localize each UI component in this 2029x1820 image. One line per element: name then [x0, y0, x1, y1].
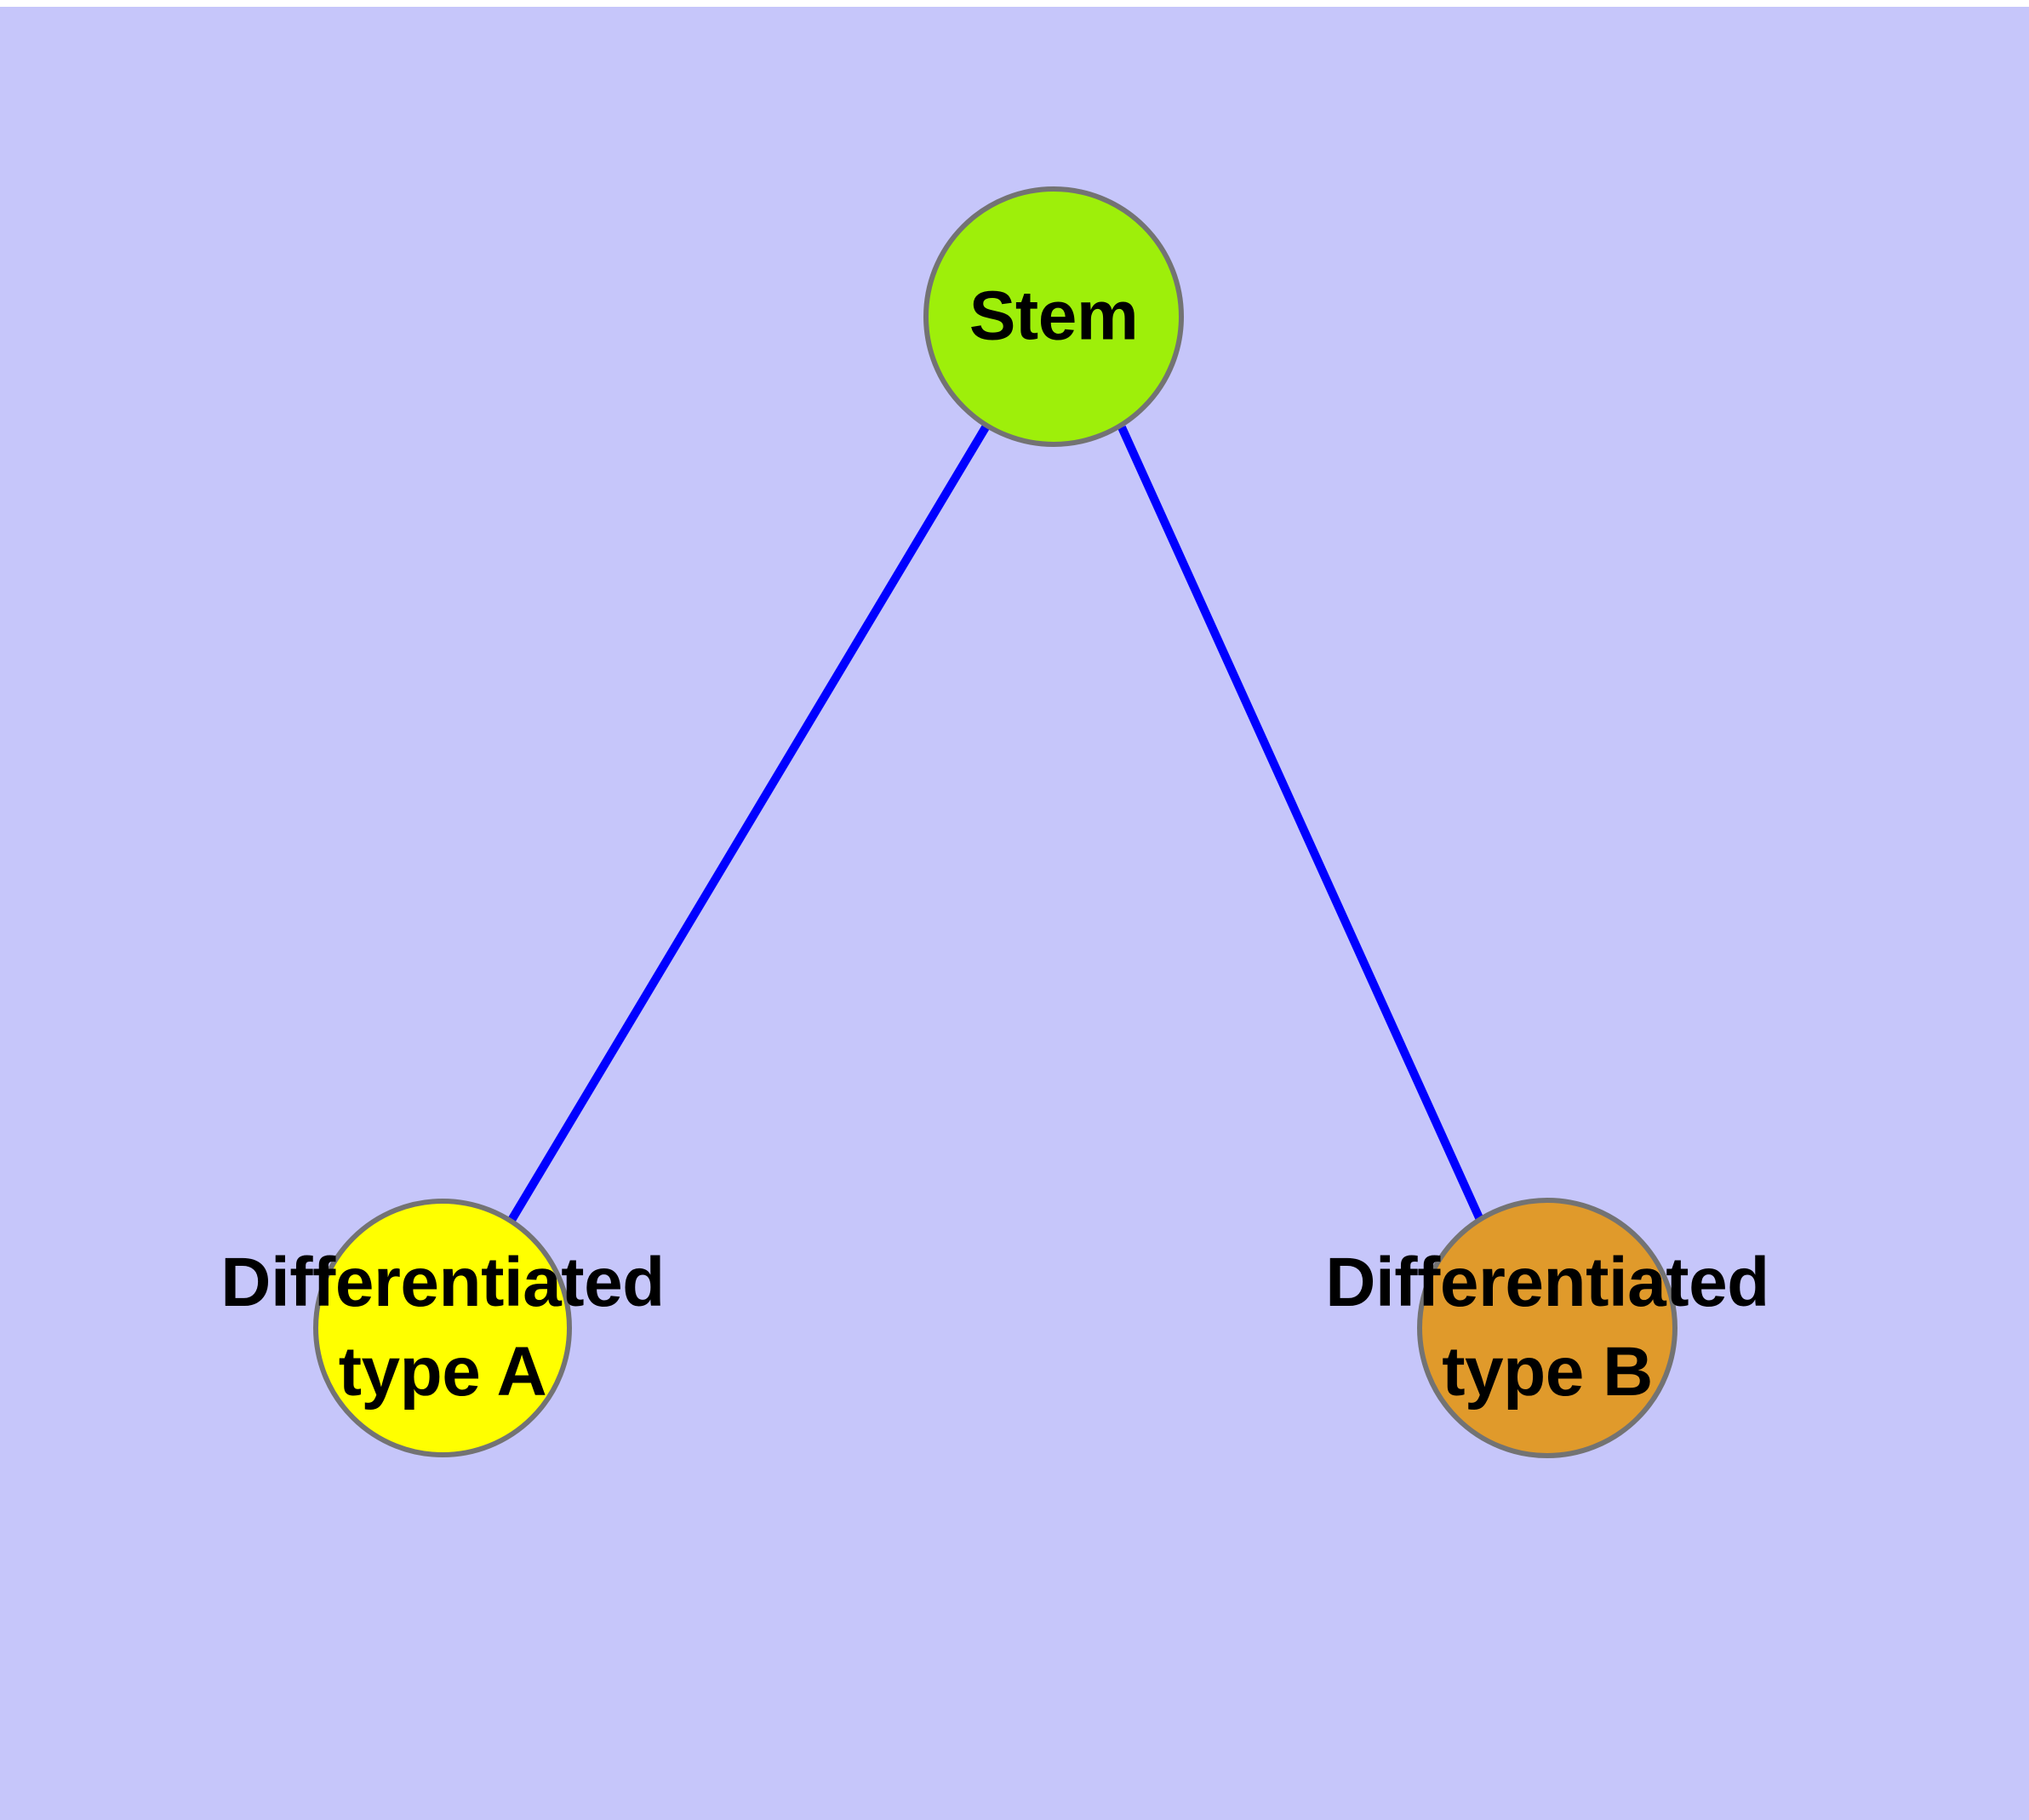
- edge-stem-to-differentiated-type-b: [1117, 425, 1485, 1224]
- edge-stem-to-differentiated-type-a: [506, 425, 990, 1224]
- edges-layer: [506, 425, 1485, 1224]
- node-differentiated-type-a[interactable]: [313, 1199, 572, 1457]
- node-stem[interactable]: [923, 186, 1184, 447]
- node-differentiated-type-b[interactable]: [1417, 1198, 1677, 1458]
- nodes-layer: [313, 186, 1677, 1458]
